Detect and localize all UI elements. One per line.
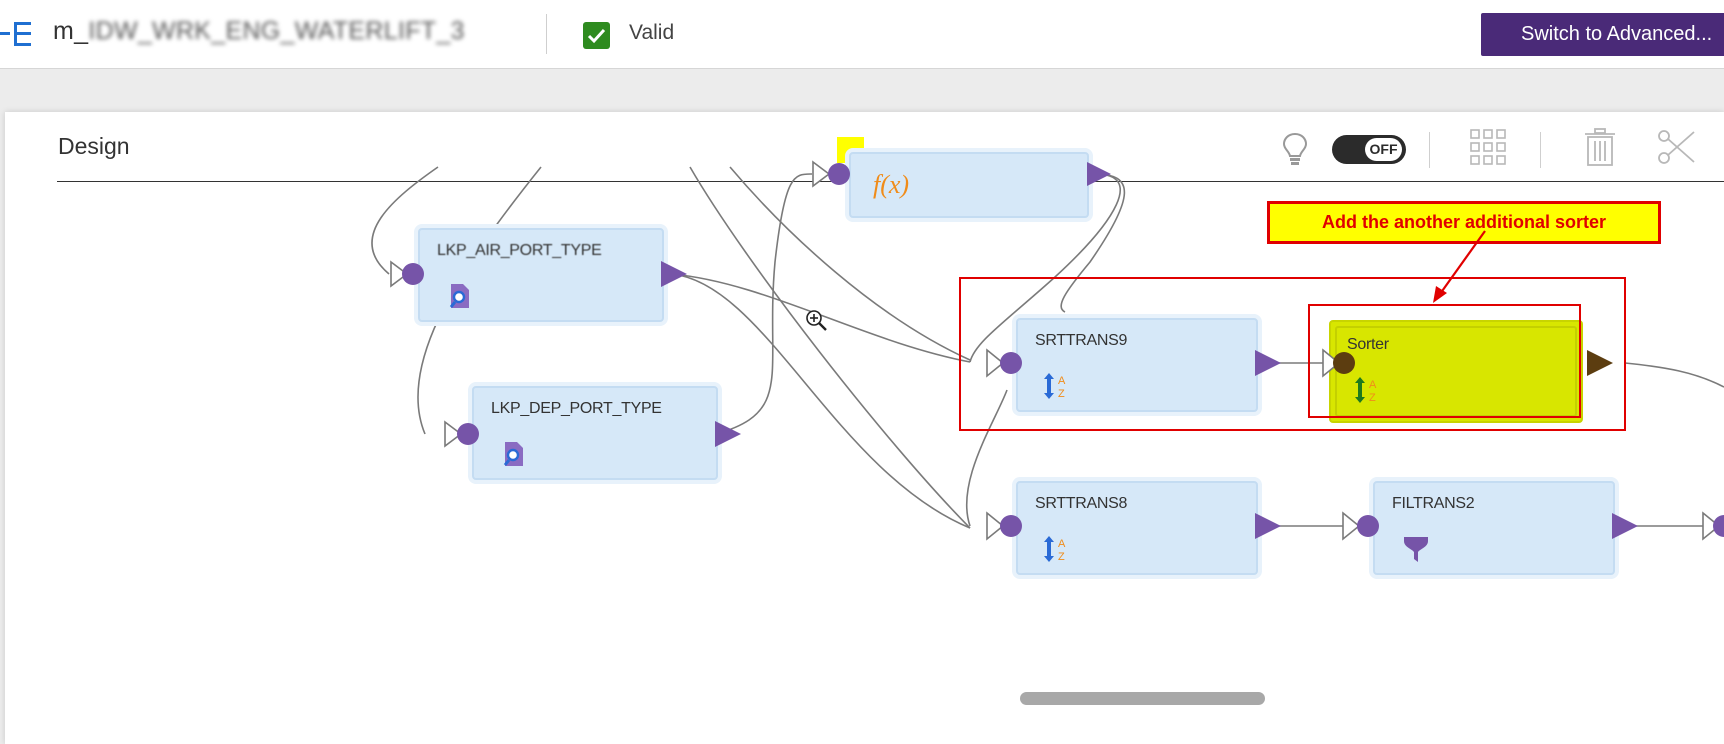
mapping-title-prefix: m_: [53, 17, 89, 45]
design-panel: Design OFF: [5, 112, 1724, 744]
annotation-highlight-sorter: [1308, 304, 1581, 418]
node-label: LKP_AIR_PORT_TYPE: [437, 242, 602, 259]
ports-layer: [390, 160, 1724, 541]
node-label: LKP_DEP_PORT_TYPE: [491, 400, 662, 417]
lookup-node-dep-port[interactable]: LKP_DEP_PORT_TYPE: [472, 386, 718, 480]
input-port: [1000, 352, 1022, 374]
top-bar: m_IDW_WRK_ENG_WATERLIFT_3 Valid Switch t…: [0, 0, 1724, 69]
switch-to-advanced-button[interactable]: Switch to Advanced...: [1481, 13, 1724, 56]
toolbar-divider-2: [1540, 132, 1541, 168]
input-port: [1357, 515, 1379, 537]
lookup-icon: [448, 282, 472, 315]
mapping-title-name: IDW_WRK_ENG_WATERLIFT_3: [88, 17, 465, 45]
node-label: Sorter: [1347, 336, 1389, 353]
sorter-input-port: [1333, 352, 1355, 374]
lightbulb-icon[interactable]: [1282, 132, 1308, 171]
checkmark-icon: [583, 22, 610, 49]
lookup-icon: [502, 440, 526, 473]
svg-text:Z: Z: [1369, 392, 1376, 404]
annotation-callout: Add the another additional sorter: [1267, 201, 1661, 244]
annotation-highlight-group: [959, 277, 1626, 431]
toggle-label: OFF: [1365, 138, 1402, 161]
filter-funnel-icon: [1403, 535, 1429, 568]
connection-lines: [371, 166, 1724, 529]
grid-icon[interactable]: [1470, 129, 1506, 170]
zoom-in-cursor-icon: [805, 309, 829, 338]
input-port: [828, 163, 850, 185]
mapping-title: m_IDW_WRK_ENG_WATERLIFT_3: [53, 17, 465, 46]
scissors-icon[interactable]: [1657, 128, 1695, 171]
input-port: [457, 423, 479, 445]
auto-toggle[interactable]: OFF: [1332, 135, 1406, 164]
svg-text:A: A: [1058, 375, 1066, 387]
mapping-tree-icon[interactable]: [0, 20, 36, 48]
node-label: SRTTRANS8: [1035, 495, 1128, 512]
header-divider: [546, 14, 547, 54]
node-label: FILTRANS2: [1392, 495, 1475, 512]
annotation-arrow: [1433, 230, 1486, 303]
svg-text:Z: Z: [1058, 388, 1065, 400]
lookup-node-air-port[interactable]: LKP_AIR_PORT_TYPE: [418, 228, 664, 322]
filter-node-filtrans2[interactable]: FILTRANS2: [1373, 481, 1615, 575]
svg-text:Z: Z: [1058, 551, 1065, 563]
input-port: [402, 263, 424, 285]
node-label: SRTTRANS9: [1035, 332, 1128, 349]
svg-text:A: A: [1058, 538, 1066, 550]
toolbar-divider: [1429, 132, 1430, 168]
expression-icon: f(x): [873, 170, 910, 199]
validation-status: Valid: [629, 21, 675, 44]
svg-text:A: A: [1369, 379, 1377, 391]
trash-icon[interactable]: [1584, 128, 1616, 171]
horizontal-scrollbar[interactable]: [1020, 692, 1265, 705]
input-port: [1713, 515, 1724, 537]
input-port: [1000, 515, 1022, 537]
design-panel-title: Design: [58, 133, 130, 159]
